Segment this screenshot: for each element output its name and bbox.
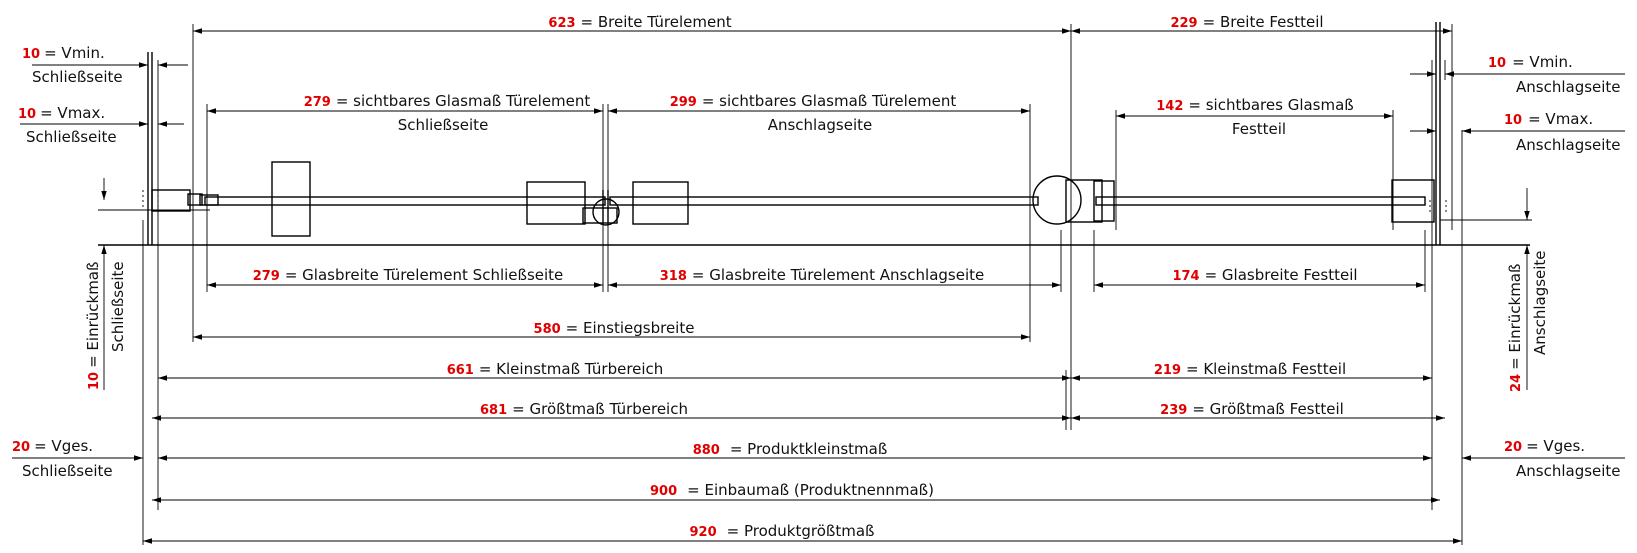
label-vmax-anschlag: 10= Vmax. (1504, 110, 1593, 128)
label-vges-anschlag: 20= Vges. (1504, 437, 1585, 455)
center-hinge (582, 190, 620, 226)
label-glas-festteil-2: Festteil (1232, 120, 1286, 138)
extension-lines (142, 24, 1463, 545)
einrueck-schliess-arrows (98, 178, 210, 268)
label-einrueck-schliess: 10= Einrückmaß (84, 262, 102, 390)
label-vges-schliess: 20= Vges. (12, 437, 93, 455)
label-glas-schliess-2: Schließseite (398, 116, 489, 134)
label-vmin-schliess-2: Schließseite (32, 68, 123, 86)
label-glas-festteil: 142= sichtbares Glasmaß (1156, 96, 1354, 114)
label-vmax-schliess: 10= Vmax. (18, 104, 105, 122)
label-kleinstmass-fest: 219= Kleinstmaß Festteil (1154, 360, 1346, 378)
label-vmax-anschlag-2: Anschlagseite (1516, 136, 1621, 154)
einrueck-anschlag-arrows (1440, 188, 1532, 268)
label-einrueck-anschlag-2: Anschlagseite (1531, 250, 1549, 355)
label-breite-festteil: 229= Breite Festteil (1170, 13, 1323, 31)
label-einrueck-anschlag: 24= Einrückmaß (1506, 264, 1524, 392)
label-glas-schliess: 279= sichtbares Glasmaß Türelement (304, 92, 591, 110)
label-vges-schliess-2: Schließseite (22, 462, 113, 480)
label-breite-tuerelement: 623= Breite Türelement (548, 13, 731, 31)
right-wall-profile (1435, 22, 1441, 245)
label-produktkleinstmass: 880= Produktkleinstmaß (693, 440, 888, 458)
label-einrueck-schliess-2: Schließseite (109, 261, 127, 352)
glass-door-hinge-side (609, 181, 1039, 225)
side-label-underlines (12, 64, 1625, 459)
label-vmax-schliess-2: Schließseite (26, 128, 117, 146)
label-vmin-anschlag: 10= Vmin. (1488, 53, 1573, 71)
hidden-lines (142, 190, 1447, 215)
label-einbaumass: 900= Einbaumaß (Produktnennmaß) (650, 481, 934, 499)
label-groesstmass-tuer: 681= Größtmaß Türbereich (480, 400, 688, 418)
label-glasbreite-anschlag: 318= Glasbreite Türelement Anschlagseite (660, 266, 985, 284)
label-einstiegsbreite: 580= Einstiegsbreite (534, 319, 695, 337)
label-kleinstmass-tuer: 661= Kleinstmaß Türbereich (447, 360, 664, 378)
pivot-joint (1032, 175, 1103, 225)
label-glas-anschlag: 299= sichtbares Glasmaß Türelement (670, 92, 957, 110)
label-produktgroesstmass: 920= Produktgrößtmaß (690, 522, 875, 540)
label-glasbreite-schliess: 279= Glasbreite Türelement Schließseite (253, 266, 564, 284)
label-vmin-anschlag-2: Anschlagseite (1516, 78, 1621, 96)
label-vges-anschlag-2: Anschlagseite (1516, 462, 1621, 480)
label-vmin-schliess: 10= Vmin. (22, 44, 105, 62)
label-glas-anschlag-2: Anschlagseite (768, 116, 873, 134)
glass-door-closing-side (204, 161, 606, 237)
label-groesstmass-fest: 239= Größtmaß Festteil (1160, 400, 1344, 418)
label-glasbreite-festteil: 174= Glasbreite Festteil (1172, 266, 1357, 284)
left-wall-profile (147, 52, 219, 245)
fixed-panel (1093, 179, 1435, 223)
